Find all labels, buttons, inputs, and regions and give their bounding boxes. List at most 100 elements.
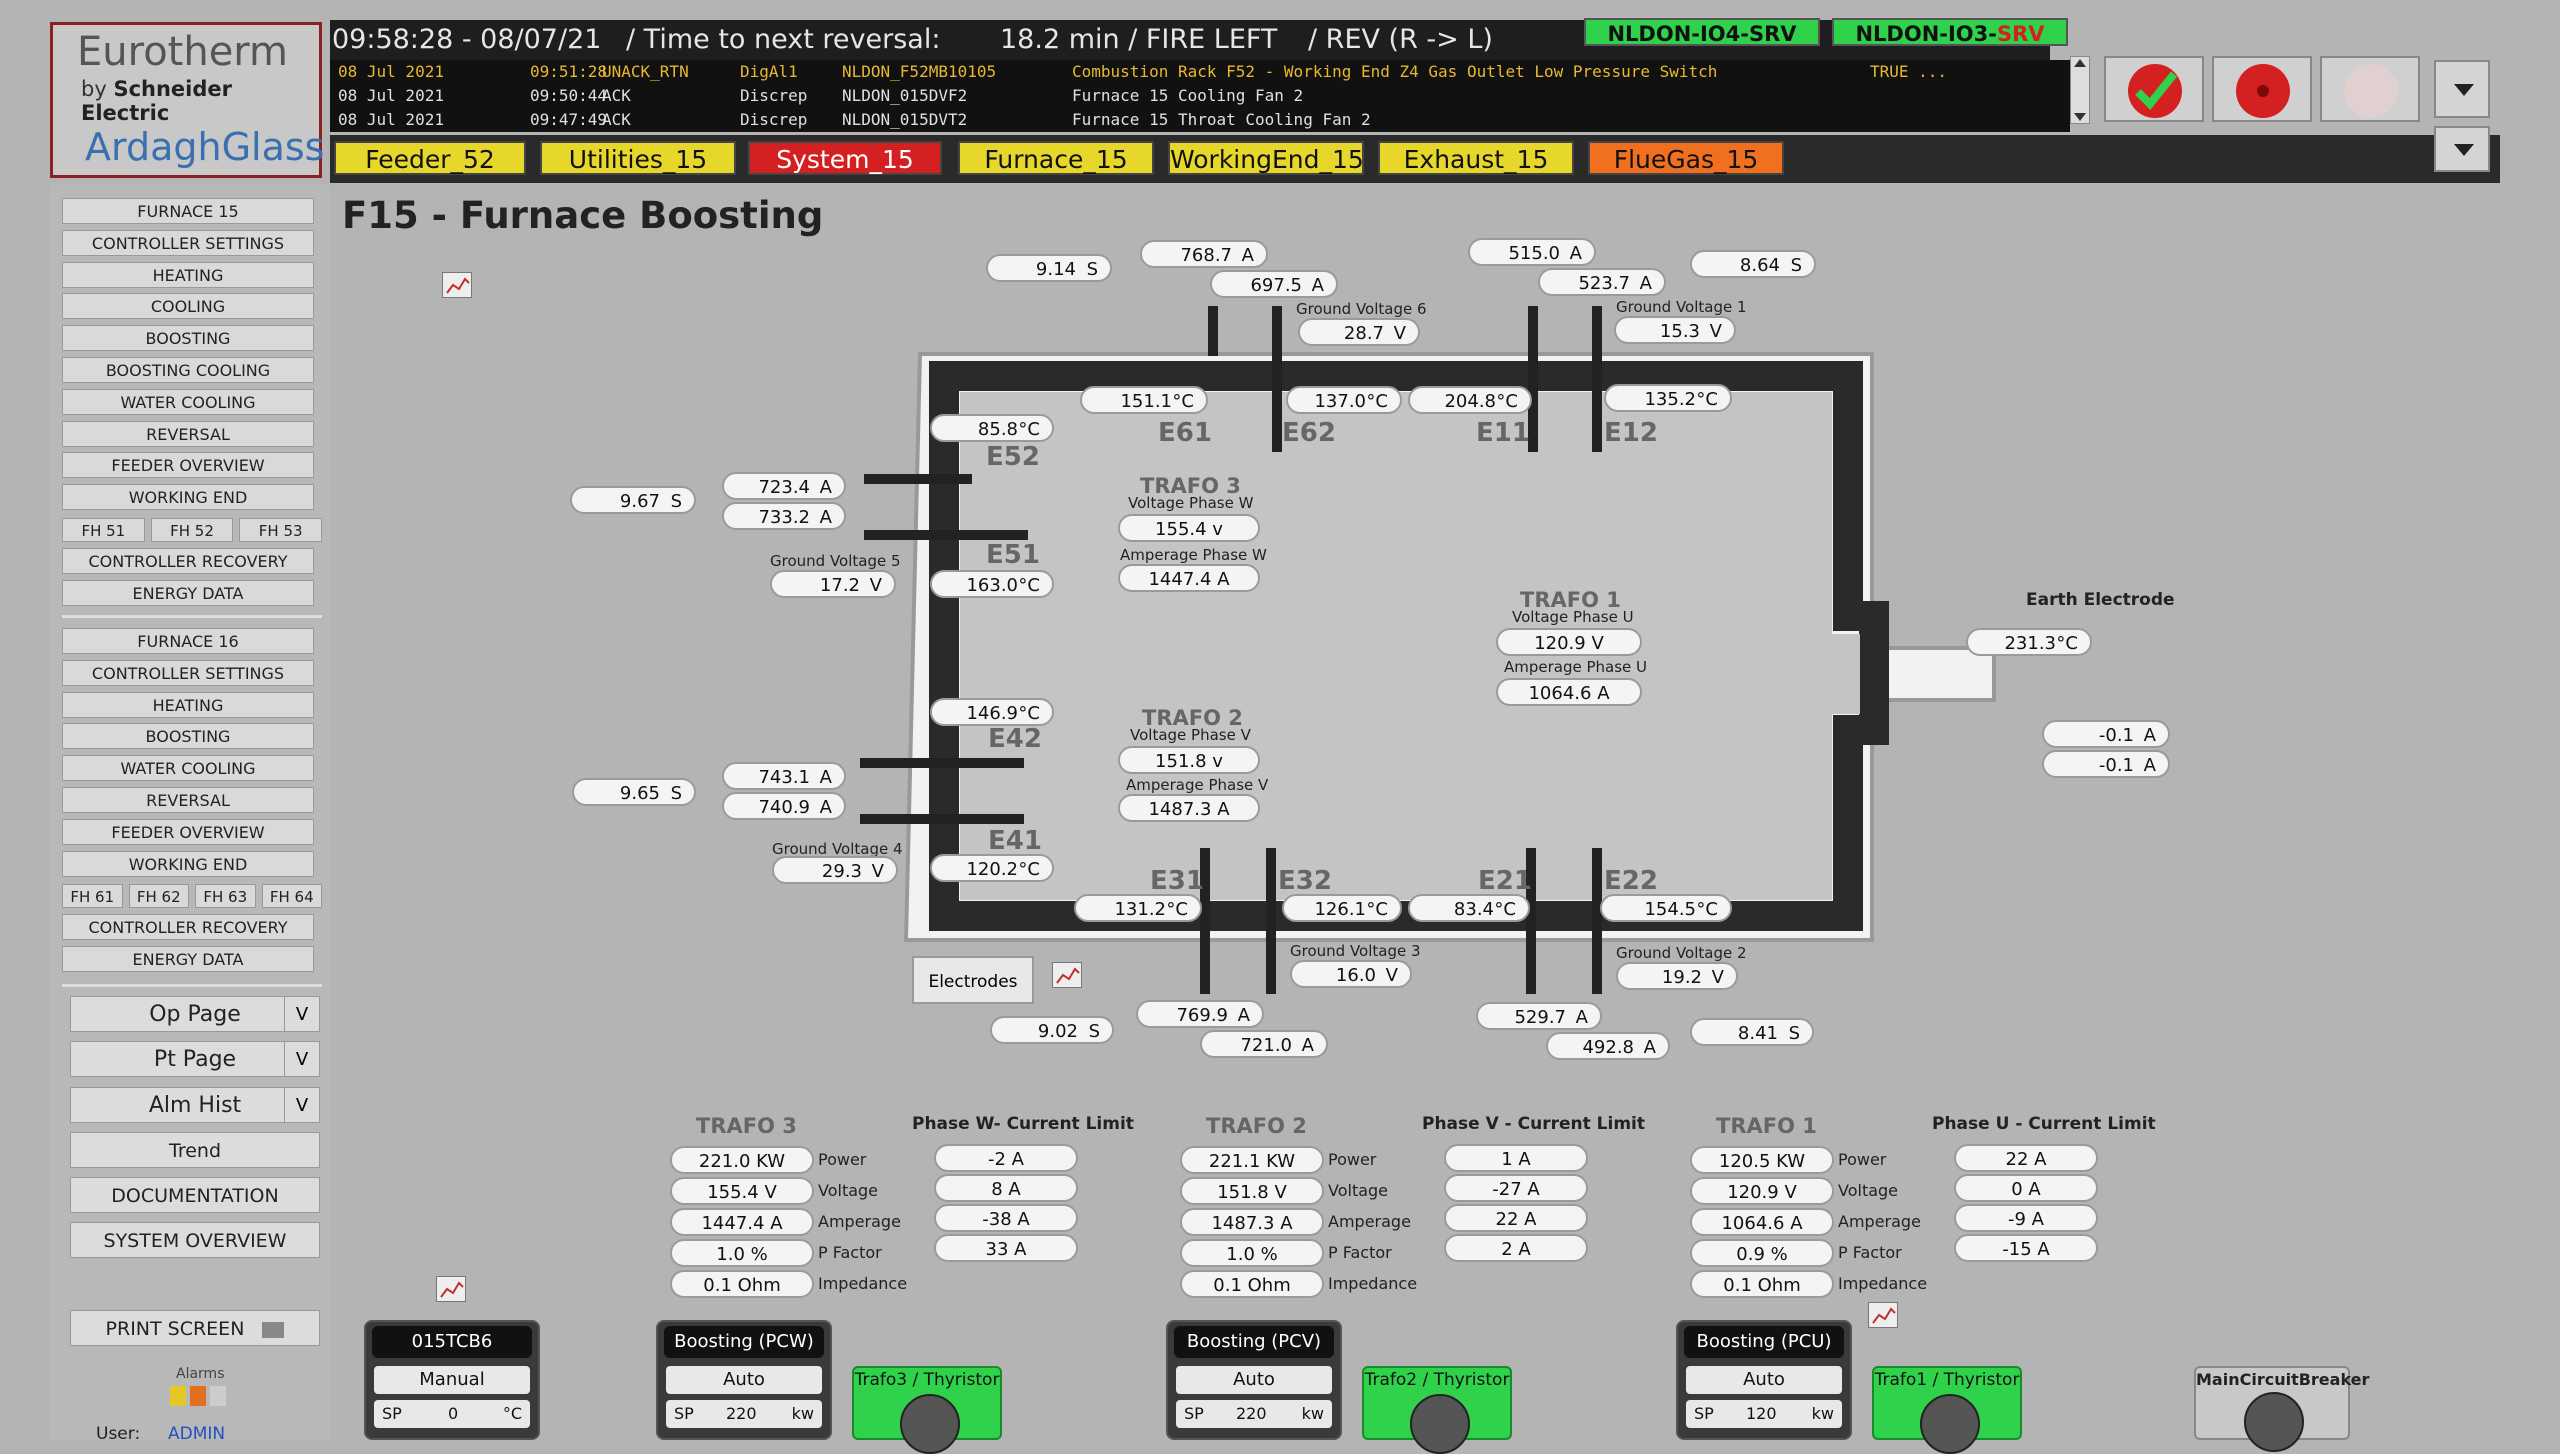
trafo3-current-limit-0[interactable]: -2 A <box>934 1144 1078 1172</box>
electrode-bar-e42 <box>860 758 1024 768</box>
print-screen-button[interactable]: PRINT SCREEN <box>70 1310 320 1346</box>
menu-fh-52[interactable]: FH 52 <box>150 518 234 542</box>
menu-fh-51[interactable]: FH 51 <box>62 518 145 542</box>
menu-f15-controller-recovery[interactable]: CONTROLLER RECOVERY <box>62 547 314 574</box>
alarm-bell-button[interactable] <box>2212 56 2312 122</box>
nav-workingend-15[interactable]: WorkingEnd_15 <box>1168 141 1364 175</box>
nav-utilities-15[interactable]: Utilities_15 <box>540 141 736 175</box>
trafo2-current-limit-1[interactable]: -27 A <box>1444 1174 1588 1202</box>
trend-button[interactable]: Trend <box>70 1132 320 1168</box>
main-circuit-breaker[interactable]: MainCircuitBreaker <box>2194 1366 2369 1452</box>
menu-f15-reversal[interactable]: REVERSAL <box>62 420 314 447</box>
scroll-down-icon[interactable] <box>2074 113 2086 121</box>
alarm-scrollbar[interactable] <box>2070 56 2090 124</box>
menu-f15-boosting-cooling[interactable]: BOOSTING COOLING <box>62 357 314 383</box>
menu-fh-62[interactable]: FH 62 <box>128 884 189 909</box>
trafo2-mode-button[interactable]: Auto <box>1176 1366 1332 1394</box>
documentation-button[interactable]: DOCUMENTATION <box>70 1177 320 1213</box>
trafo1-thyristor[interactable]: Trafo1 / Thyristor <box>1872 1366 2022 1454</box>
trafo3-current-limit-2[interactable]: -38 A <box>934 1204 1078 1232</box>
menu-f16-reversal[interactable]: REVERSAL <box>62 787 314 813</box>
electrodes-button[interactable]: Electrodes <box>912 956 1034 1004</box>
trend-icon[interactable] <box>1052 962 1082 988</box>
trafo1-current-limit-1[interactable]: 0 A <box>1954 1174 2098 1202</box>
alarm-indicator-grey[interactable] <box>210 1386 226 1406</box>
tc-mode-button[interactable]: Manual <box>374 1366 530 1394</box>
menu-fh-61[interactable]: FH 61 <box>62 884 123 909</box>
trafo2-thyristor-label: Trafo2 / Thyristor <box>1364 1370 1510 1390</box>
menu-f15-controller-settings[interactable]: CONTROLLER SETTINGS <box>62 229 314 256</box>
menu-f15-furnace-15[interactable]: FURNACE 15 <box>62 198 314 224</box>
alarm-history-button[interactable]: Alm Hist <box>70 1087 320 1123</box>
op-page-dropdown[interactable]: V <box>284 996 320 1032</box>
nav-fluegas-15[interactable]: FlueGas_15 <box>1588 141 1784 175</box>
trend-icon[interactable] <box>1868 1302 1898 1328</box>
menu-f16-controller-settings[interactable]: CONTROLLER SETTINGS <box>62 659 314 686</box>
trafo2-current-limit-2[interactable]: 22 A <box>1444 1204 1588 1232</box>
nav-exhaust-15[interactable]: Exhaust_15 <box>1378 141 1574 175</box>
acknowledge-button[interactable] <box>2104 56 2204 122</box>
pt-page-button[interactable]: Pt Page <box>70 1041 320 1077</box>
op-page-button[interactable]: Op Page <box>70 996 320 1032</box>
scroll-up-icon[interactable] <box>2074 59 2086 67</box>
menu-fh-64[interactable]: FH 64 <box>261 884 322 909</box>
horn-button[interactable] <box>2320 56 2420 122</box>
menu-f15-cooling[interactable]: COOLING <box>62 293 314 320</box>
trafo3-current-limit-3[interactable]: 33 A <box>934 1234 1078 1262</box>
alarm-time: 09:47:49 <box>530 110 608 129</box>
server-badge-io3[interactable]: NLDON-IO3-SRV <box>1832 18 2068 46</box>
menu-f16-water-cooling[interactable]: WATER COOLING <box>62 755 314 782</box>
system-overview-button[interactable]: SYSTEM OVERVIEW <box>70 1222 320 1258</box>
menu-f16-controller-recovery[interactable]: CONTROLLER RECOVERY <box>62 914 314 941</box>
menu-f16-boosting[interactable]: BOOSTING <box>62 723 314 750</box>
menu-f16-energy-data[interactable]: ENERGY DATA <box>62 946 314 972</box>
nav-dropdown[interactable] <box>2434 126 2490 172</box>
trafo1-current-limit-0[interactable]: 22 A <box>1954 1144 2098 1172</box>
menu-f15-working-end[interactable]: WORKING END <box>62 484 314 511</box>
trafo2-thyristor[interactable]: Trafo2 / Thyristor <box>1362 1366 1512 1454</box>
alarm-indicator-orange[interactable] <box>190 1386 206 1406</box>
menu-f16-feeder-overview[interactable]: FEEDER OVERVIEW <box>62 818 314 845</box>
menu-fh-63[interactable]: FH 63 <box>195 884 256 909</box>
alarm-history-dropdown[interactable]: V <box>284 1087 320 1123</box>
alarm-indicator-yellow[interactable] <box>170 1386 186 1406</box>
user-name[interactable]: ADMIN <box>168 1424 226 1444</box>
menu-f15-heating[interactable]: HEATING <box>62 261 314 288</box>
nav-system-15[interactable]: System_15 <box>748 141 942 175</box>
trafo1-current-limit-3[interactable]: -15 A <box>1954 1234 2098 1262</box>
trafo3-current-limit-1[interactable]: 8 A <box>934 1174 1078 1202</box>
menu-f15-feeder-overview[interactable]: FEEDER OVERVIEW <box>62 452 314 479</box>
trafo1-mode-button[interactable]: Auto <box>1686 1366 1842 1394</box>
trafo3-mode-button[interactable]: Auto <box>666 1366 822 1394</box>
menu-fh-53[interactable]: FH 53 <box>239 518 322 542</box>
menu-f15-water-cooling[interactable]: WATER COOLING <box>62 388 314 415</box>
menu-f15-boosting[interactable]: BOOSTING <box>62 325 314 352</box>
trafo2-current-limit-3[interactable]: 2 A <box>1444 1234 1588 1262</box>
trafo3-thyristor[interactable]: Trafo3 / Thyristor <box>852 1366 1002 1454</box>
electrode-bar-e11 <box>1528 306 1538 452</box>
alarm-type: Discrep <box>740 110 808 129</box>
trafo1-current-limit-2[interactable]: -9 A <box>1954 1204 2098 1232</box>
nav-feeder-52[interactable]: Feeder_52 <box>334 141 526 175</box>
trend-icon[interactable] <box>442 272 472 298</box>
menu-f16-working-end[interactable]: WORKING END <box>62 850 314 877</box>
server-badge-io4[interactable]: NLDON-IO4-SRV <box>1584 18 1820 46</box>
trend-icon[interactable] <box>436 1276 466 1302</box>
trafo2-current-limit-0[interactable]: 1 A <box>1444 1144 1588 1172</box>
nav-furnace-15[interactable]: Furnace_15 <box>958 141 1154 175</box>
menu-f15-energy-data[interactable]: ENERGY DATA <box>62 579 314 606</box>
header-dropdown[interactable] <box>2434 60 2490 118</box>
pt-page-dropdown[interactable]: V <box>284 1041 320 1077</box>
menu-f16-heating[interactable]: HEATING <box>62 691 314 718</box>
menu-f16-furnace-16[interactable]: FURNACE 16 <box>62 628 314 654</box>
